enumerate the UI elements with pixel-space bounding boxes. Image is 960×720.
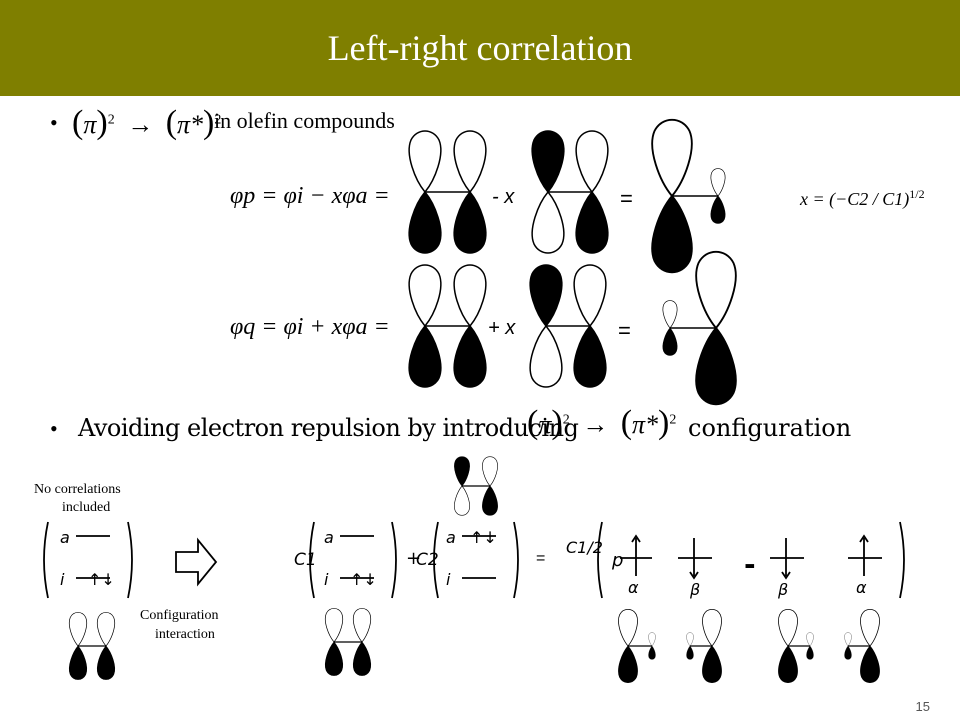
phi-i-orbital-p <box>408 130 487 254</box>
matrix-bracket-c2 <box>433 521 519 599</box>
i-label-mid2: i <box>446 570 451 589</box>
alpha-1: α <box>628 578 639 597</box>
phi-p-equation: φp = φi − xφa = <box>230 183 390 209</box>
i-label-left: i <box>60 570 65 589</box>
spin-configuration-bracket <box>597 521 905 599</box>
title-bar <box>0 0 960 96</box>
no-correlation-label-1: No correlations <box>34 482 121 497</box>
ci-label-1: Configuration <box>140 608 219 623</box>
plus-sign-bottom: + <box>406 548 422 569</box>
bullet-marker: • <box>50 110 58 135</box>
pi-star-exp: 2 <box>214 112 222 128</box>
matrix-bracket-c1 <box>309 521 397 599</box>
beta-1: β <box>690 580 701 599</box>
p-label: p <box>612 550 624 571</box>
plus-x-label: + x <box>488 317 516 339</box>
bottom-orbital-1 <box>68 612 116 680</box>
a-label-mid1: a <box>324 528 334 547</box>
bullet2-text: Avoiding electron repulsion by introduci… <box>78 414 579 442</box>
phi-a-orbital-q <box>529 264 607 388</box>
bottom-orbital-3 <box>618 609 656 683</box>
equals-sign-bottom: = <box>536 550 546 567</box>
a-label-mid2: a <box>446 528 456 547</box>
pi-star-orbital-small <box>454 456 498 516</box>
pi-formula: (π)2 → (π*)2 <box>72 104 222 141</box>
pi-exp: 2 <box>107 112 115 128</box>
x-definition: x = (−C2 / C1)1/2 <box>800 187 925 210</box>
bottom-orbital-2 <box>324 608 372 676</box>
c2-label: C2 <box>416 550 439 570</box>
slide-title: Left-right correlation <box>327 28 633 68</box>
arrow-symbol: → <box>127 110 154 139</box>
matrix-bracket-left <box>43 521 133 599</box>
bullet1-text: in olefin compounds <box>214 108 395 133</box>
bullet2-pi-exp: 2 <box>562 412 570 428</box>
bullet2-tail: configuration <box>688 414 852 442</box>
arrows-left: ↑↓ <box>88 570 115 589</box>
arrows-mid2: ↑↓ <box>470 528 497 547</box>
c1-over-2: C1/2 <box>566 538 603 557</box>
x-definition-text: x = (−C2 / C1) <box>800 189 910 209</box>
c1-label: C1 <box>294 550 317 570</box>
bullet2-formula: (π)2 → (π*)2 <box>527 404 677 441</box>
pi-star-symbol: π* <box>177 110 204 139</box>
a-label-left: a <box>60 528 70 547</box>
equals-sign-p: = <box>620 186 633 211</box>
no-correlation-label-2: included <box>62 500 111 515</box>
phi-q-result-orbital <box>662 250 737 406</box>
i-label-mid1: i <box>324 570 329 589</box>
bottom-orbital-5 <box>778 609 814 683</box>
bottom-orbital-6 <box>844 609 880 683</box>
equals-sign-q: = <box>618 318 631 343</box>
bullet2-arrow: → <box>582 410 609 439</box>
arrows-mid1: ↑↓ <box>350 570 377 589</box>
alpha-2: α <box>856 578 867 597</box>
phi-q-equation: φq = φi + xφa = <box>230 314 390 340</box>
bottom-orbital-4 <box>686 609 722 683</box>
minus-sign-bottom: - <box>744 548 756 581</box>
ci-label-2: interaction <box>155 627 215 642</box>
pi-symbol: π <box>83 110 97 139</box>
bullet2-pi-star: π* <box>632 410 659 439</box>
bullet2-pi: π <box>538 410 552 439</box>
phi-a-orbital-p <box>531 130 609 254</box>
phi-i-orbital-q <box>408 264 487 388</box>
bullet2-marker: • <box>50 416 58 441</box>
implies-arrow-icon <box>175 537 218 587</box>
phi-p-result-orbital <box>651 118 726 274</box>
beta-2: β <box>778 580 789 599</box>
x-definition-exp: 1/2 <box>909 187 925 201</box>
page-number: 15 <box>915 699 930 714</box>
bullet2-pi-star-exp: 2 <box>669 412 677 428</box>
minus-x-label: - x <box>492 186 515 208</box>
